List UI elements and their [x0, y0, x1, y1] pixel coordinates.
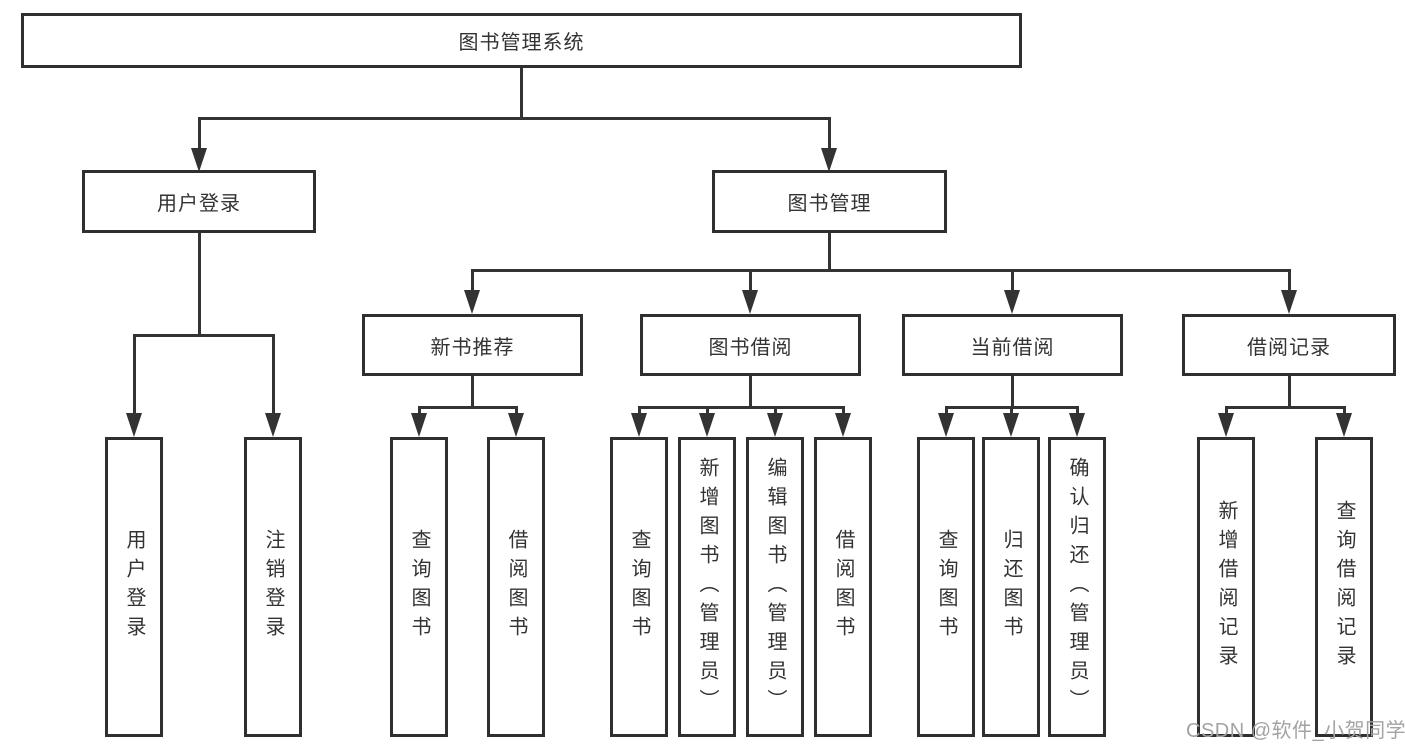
connector-vline [133, 334, 136, 415]
csdn-watermark: CSDN @软件_小贺同学 [1186, 720, 1405, 742]
leaf-label: 借阅图书 [505, 529, 527, 645]
connector-vline [1288, 376, 1291, 407]
arrowhead-down-icon [835, 413, 851, 437]
leaf-label: 确认归还（管理员） [1066, 456, 1088, 718]
connector-vline [828, 117, 831, 150]
connector-vline [1010, 406, 1013, 415]
connector-vline [198, 233, 201, 335]
arrowhead-down-icon [742, 290, 758, 314]
connector-hline [638, 406, 845, 409]
leaf-label: 新增借阅记录 [1215, 500, 1237, 674]
connector-vline [842, 406, 845, 415]
connector-vline [828, 233, 831, 270]
leaf-add-books-admin: 新增图书（管理员） [678, 437, 736, 737]
connector-vline [1011, 269, 1014, 292]
leaf-label: 用户登录 [123, 529, 145, 645]
connector-hline [418, 406, 518, 409]
leaf-user-login: 用户登录 [105, 437, 163, 737]
leaf-label: 查询图书 [408, 529, 430, 645]
arrowhead-down-icon [464, 290, 480, 314]
connector-vline [198, 117, 201, 150]
arrowhead-down-icon [1281, 290, 1297, 314]
connector-vline [515, 406, 518, 415]
leaf-label: 查询图书 [628, 529, 650, 645]
connector-vline [945, 406, 948, 415]
arrowhead-down-icon [126, 413, 142, 437]
leaf-add-borrow-record: 新增借阅记录 [1197, 437, 1255, 737]
leaf-query-books-borrowing: 查询图书 [610, 437, 668, 737]
connector-hline [133, 334, 275, 337]
arrowhead-down-icon [411, 413, 427, 437]
arrowhead-down-icon [1336, 413, 1352, 437]
arrowhead-down-icon [699, 413, 715, 437]
connector-vline [471, 376, 474, 407]
leaf-logout: 注销登录 [244, 437, 302, 737]
arrowhead-down-icon [1218, 413, 1234, 437]
node-book-borrowing: 图书借阅 [640, 314, 861, 376]
node-user-login: 用户登录 [82, 170, 316, 233]
node-new-book-recommend: 新书推荐 [362, 314, 583, 376]
connector-vline [1288, 269, 1291, 292]
connector-vline [638, 406, 641, 415]
arrowhead-down-icon [508, 413, 524, 437]
leaf-return-books: 归还图书 [982, 437, 1040, 737]
arrowhead-down-icon [1004, 290, 1020, 314]
leaf-label: 查询借阅记录 [1333, 500, 1355, 674]
connector-vline [272, 334, 275, 415]
arrowhead-down-icon [767, 413, 783, 437]
connector-vline [1343, 406, 1346, 415]
connector-vline [1225, 406, 1228, 415]
arrowhead-down-icon [821, 148, 837, 172]
leaf-query-books-recommend: 查询图书 [390, 437, 448, 737]
leaf-query-books-current: 查询图书 [917, 437, 975, 737]
leaf-confirm-return-admin: 确认归还（管理员） [1048, 437, 1106, 737]
node-library-management-system: 图书管理系统 [21, 13, 1022, 68]
connector-hline [471, 269, 1291, 272]
leaf-label: 借阅图书 [832, 529, 854, 645]
leaf-label: 注销登录 [262, 529, 284, 645]
arrowhead-down-icon [631, 413, 647, 437]
connector-vline [749, 269, 752, 292]
leaf-edit-books-admin: 编辑图书（管理员） [746, 437, 804, 737]
leaf-borrow-books: 借阅图书 [814, 437, 872, 737]
leaf-query-borrow-record: 查询借阅记录 [1315, 437, 1373, 737]
connector-hline [198, 117, 831, 120]
arrowhead-down-icon [1003, 413, 1019, 437]
node-current-borrowing: 当前借阅 [902, 314, 1123, 376]
connector-vline [749, 376, 752, 407]
leaf-label: 归还图书 [1000, 529, 1022, 645]
leaf-borrow-books-recommend: 借阅图书 [487, 437, 545, 737]
connector-hline [1225, 406, 1346, 409]
arrowhead-down-icon [938, 413, 954, 437]
connector-vline [471, 269, 474, 292]
node-book-management: 图书管理 [712, 170, 947, 233]
leaf-label: 新增图书（管理员） [696, 456, 718, 718]
connector-vline [1076, 406, 1079, 415]
leaf-label: 编辑图书（管理员） [764, 456, 786, 718]
leaf-label: 查询图书 [935, 529, 957, 645]
arrowhead-down-icon [265, 413, 281, 437]
arrowhead-down-icon [191, 148, 207, 172]
connector-vline [418, 406, 421, 415]
connector-vline [520, 68, 523, 118]
connector-vline [1011, 376, 1014, 407]
node-borrowing-records: 借阅记录 [1182, 314, 1396, 376]
arrowhead-down-icon [1069, 413, 1085, 437]
connector-vline [706, 406, 709, 415]
connector-vline [774, 406, 777, 415]
